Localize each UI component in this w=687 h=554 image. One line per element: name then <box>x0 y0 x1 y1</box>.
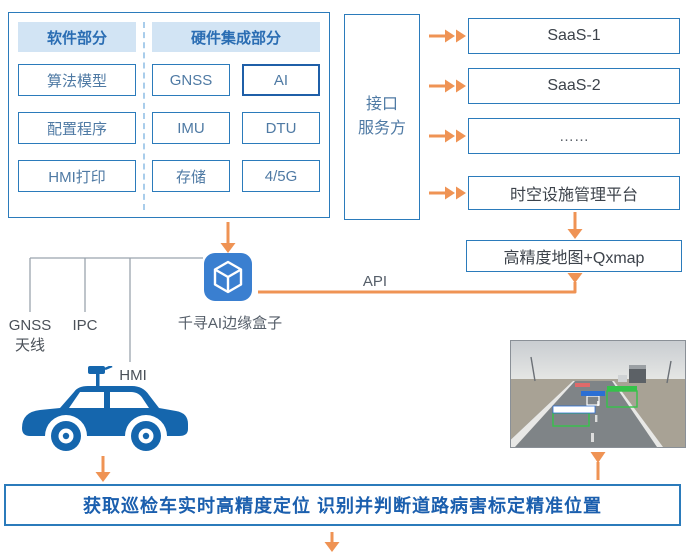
output-saas2-label: SaaS-2 <box>547 77 601 94</box>
car-icon <box>22 366 188 451</box>
arrow-interface-to-saas1 <box>429 29 466 43</box>
hardware-item-label: IMU <box>177 119 205 137</box>
hmi-label-text: HMI <box>119 367 147 384</box>
gnss-antenna-label: GNSS 天线 <box>4 316 56 355</box>
hardware-item-ai: AI <box>242 64 320 96</box>
output-ellipsis-label: …… <box>559 127 589 145</box>
software-item-label: HMI打印 <box>48 168 106 186</box>
software-item-config-program: 配置程序 <box>18 112 136 144</box>
software-section-title: 软件部分 <box>18 22 136 52</box>
software-section-title-text: 软件部分 <box>46 29 107 47</box>
hardware-item-storage: 存储 <box>152 160 230 192</box>
hmi-label: HMI <box>112 366 154 386</box>
arrow-api-edgebox-to-map <box>258 273 583 294</box>
ipc-label-text: IPC <box>72 317 98 334</box>
bottom-banner: 获取巡检车实时高精度定位 识别并判断道路病害标定精准位置 <box>4 484 681 526</box>
hardware-item-dtu: DTU <box>242 112 320 144</box>
software-item-hmi-print: HMI打印 <box>18 160 136 192</box>
arrow-container-to-edgebox <box>220 222 236 253</box>
section-divider <box>143 22 145 210</box>
hardware-item-label: DTU <box>265 119 297 137</box>
hardware-section-title: 硬件集成部分 <box>152 22 320 52</box>
patrol-car-illustration <box>8 366 193 454</box>
hardware-item-45g: 4/5G <box>242 160 320 192</box>
ipc-label: IPC <box>65 316 105 336</box>
arrow-banner-down <box>324 532 340 552</box>
interface-service-line1: 接口 <box>365 96 398 113</box>
software-item-algorithm-model: 算法模型 <box>18 64 136 96</box>
arrow-interface-to-ellipsis <box>429 129 466 143</box>
api-label: API <box>353 272 397 292</box>
api-label-text: API <box>362 273 388 290</box>
hardware-item-label: GNSS <box>169 71 213 89</box>
hardware-item-label: 4/5G <box>264 167 298 185</box>
output-map-box: 高精度地图+Qxmap <box>466 240 682 272</box>
road-detection-image <box>510 340 686 448</box>
edge-box-label: 千寻AI边缘盒子 <box>150 312 310 333</box>
cube-icon <box>204 253 252 301</box>
arrow-interface-to-saas2 <box>429 79 466 93</box>
output-saas1-label: SaaS-1 <box>547 27 601 44</box>
edge-box-label-text: 千寻AI边缘盒子 <box>177 315 283 332</box>
hardware-section-title-text: 硬件集成部分 <box>190 29 281 47</box>
output-platform-label: 时空设施管理平台 <box>509 187 638 204</box>
gnss-label-line1: GNSS <box>8 317 52 334</box>
arrow-banner-to-image <box>590 452 606 480</box>
output-saas1-box: SaaS-1 <box>468 18 680 54</box>
hardware-item-label: 存储 <box>175 168 206 186</box>
arrow-car-to-banner <box>95 456 111 482</box>
arrow-interface-to-platform <box>429 186 466 200</box>
output-saas2-box: SaaS-2 <box>468 68 680 104</box>
hardware-item-gnss: GNSS <box>152 64 230 96</box>
hardware-item-imu: IMU <box>152 112 230 144</box>
output-ellipsis-box: …… <box>468 118 680 154</box>
software-item-label: 算法模型 <box>46 72 107 90</box>
edge-box-icon-wrap <box>203 252 253 302</box>
software-item-label: 配置程序 <box>46 120 107 138</box>
gnss-label-line2: 天线 <box>14 336 45 354</box>
interface-service-line2: 服务方 <box>357 120 406 137</box>
road-photo <box>511 341 685 447</box>
bottom-banner-text: 获取巡检车实时高精度定位 识别并判断道路病害标定精准位置 <box>83 496 602 516</box>
output-platform-box: 时空设施管理平台 <box>468 176 680 210</box>
interface-service-box: 接口 服务方 <box>344 14 420 220</box>
output-map-label: 高精度地图+Qxmap <box>503 250 645 267</box>
arrow-platform-to-map <box>567 212 583 239</box>
hardware-item-label: AI <box>273 71 289 89</box>
